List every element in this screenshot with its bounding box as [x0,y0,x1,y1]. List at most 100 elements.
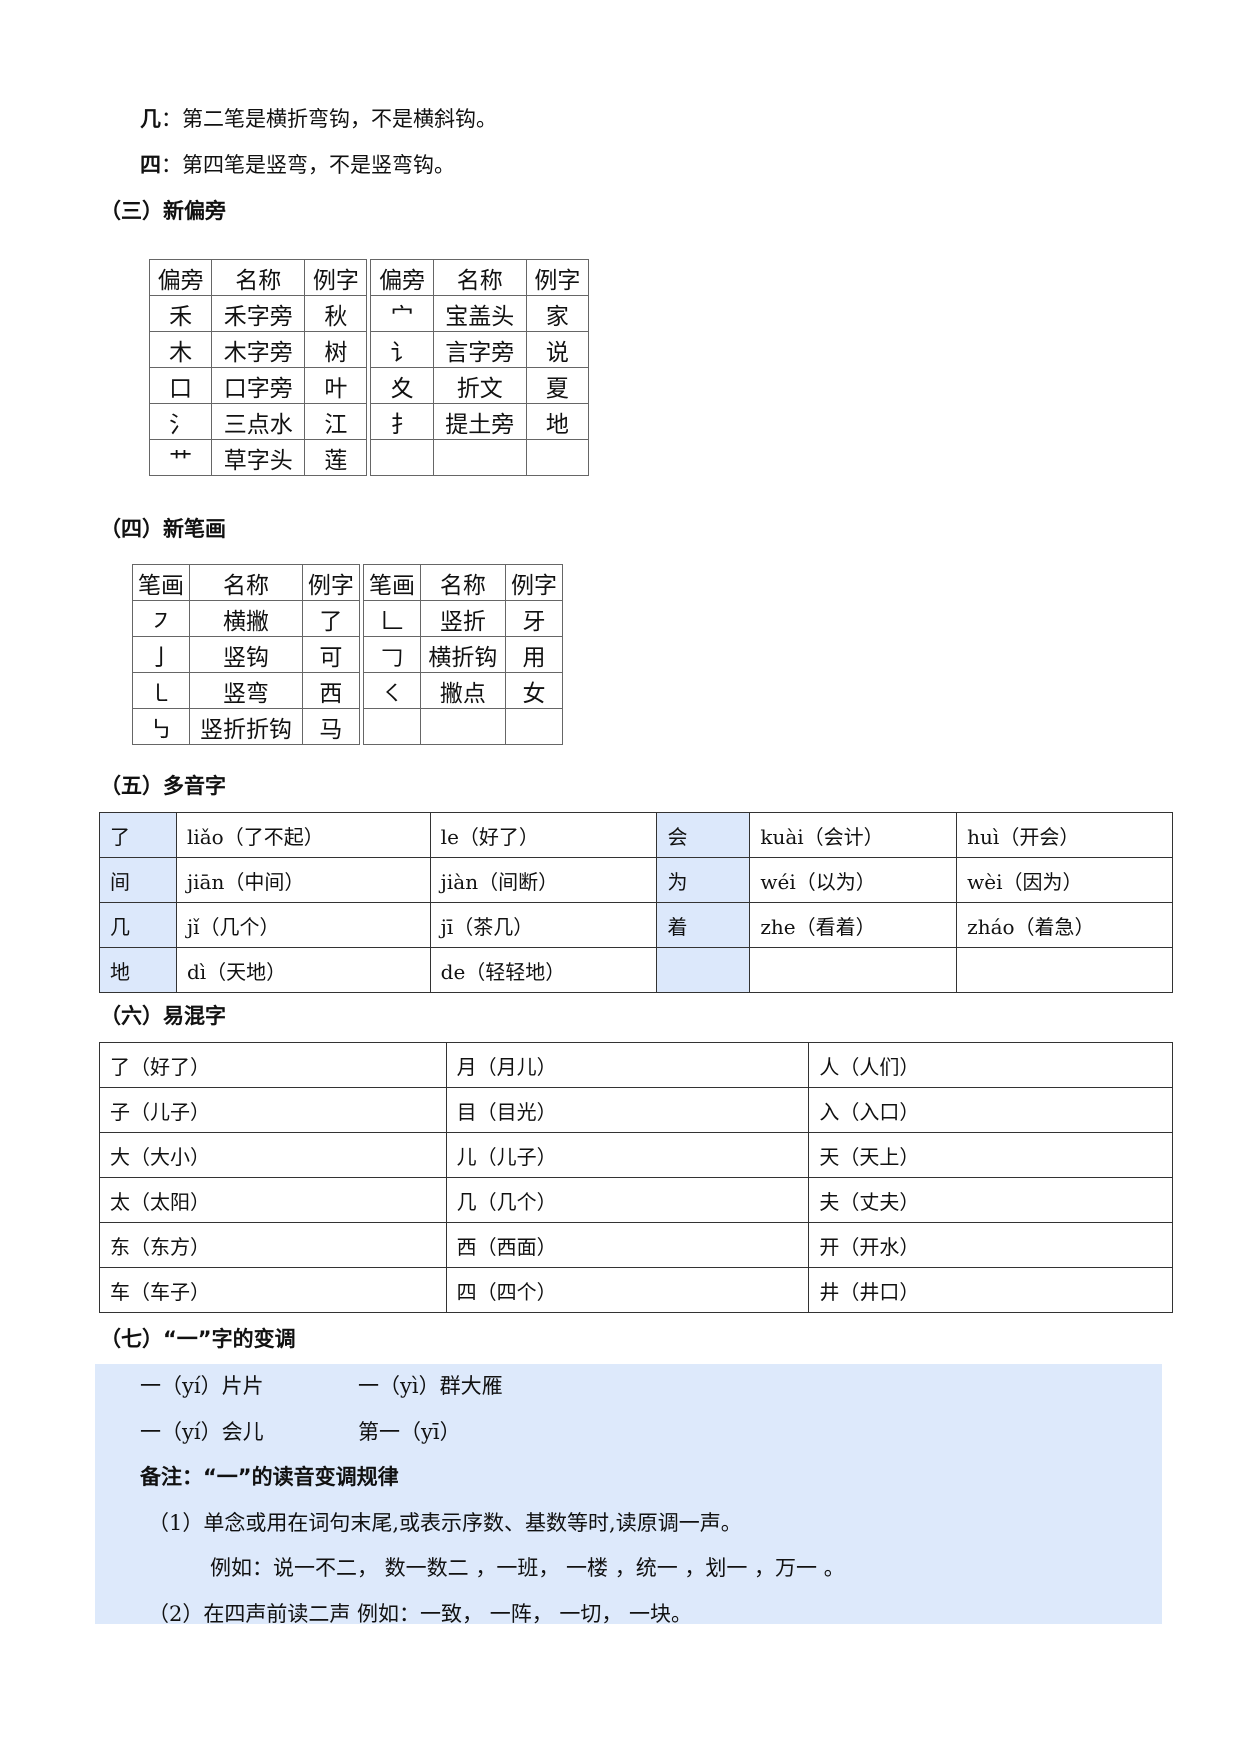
table-cell: ㇄ [131,672,191,709]
note-text: ：第二笔是横折弯钩，不是横斜钩。 [161,107,497,131]
table-cell [370,439,434,476]
table-cell [419,708,506,745]
table-cell: 夊 [370,367,434,404]
table-cell: 地 [99,947,177,993]
table-cell: 氵 [148,403,213,440]
table-cell: 草字头 [211,439,306,476]
table-cell [749,947,958,993]
header-cell: 名称 [432,259,527,296]
table-cell: jiàn（间断） [429,857,658,903]
table-row: 禾禾字旁秋宀宝盖头家 [148,295,590,332]
section-heading-strokes: （四）新笔画 [100,517,226,541]
table-cell: 天（天上） [808,1132,1173,1178]
table-cell: jī（茶几） [429,902,658,948]
tone-rule-2: （2）在四声前读二声 例如：一致， 一阵， 一切， 一块。 [148,1602,693,1626]
confusing-table: 了（好了）月（月儿）人（人们）子（儿子）目（目光）入（入口）大（大小）儿（儿子）… [99,1042,1173,1313]
table-row: 口口字旁叶夊折文夏 [148,367,590,404]
table-cell: 四（四个） [445,1267,810,1313]
table-cell: 艹 [148,439,213,476]
table-row: 木木字旁树讠言字旁说 [148,331,590,368]
table-cell: 马 [301,708,360,745]
table-cell: 禾 [148,295,213,332]
table-row: 了（好了）月（月儿）人（人们） [99,1042,1173,1088]
table-cell: 了 [99,812,177,858]
table-row: ㇄竖弯西㇛撇点女 [131,672,564,709]
header-cell: 偏旁 [370,259,434,296]
tone-example: 一（yí）会儿 [140,1420,264,1444]
table-cell: 为 [656,857,751,903]
table-cell: 开（开水） [808,1222,1173,1268]
table-cell: 子（儿子） [99,1087,447,1133]
table-cell: 间 [99,857,177,903]
table-cell: 月（月儿） [445,1042,810,1088]
header-cell: 例字 [301,564,360,601]
table-cell [432,439,527,476]
table-cell: ㇛ [362,672,421,709]
header-cell: 名称 [419,564,506,601]
table-cell: 横折钩 [419,636,506,673]
table-cell: 大（大小） [99,1132,447,1178]
table-cell: jǐ（几个） [175,902,431,948]
table-cell: liǎo（了不起） [175,812,431,858]
table-cell: 人（人们） [808,1042,1173,1088]
header-cell: 例字 [525,259,590,296]
table-cell: 几 [99,902,177,948]
table-cell: 了 [301,600,360,637]
table-cell: 井（井口） [808,1267,1173,1313]
table-cell: 提土旁 [432,403,527,440]
table-cell [504,708,564,745]
table-row: 车（车子）四（四个）井（井口） [99,1267,1173,1313]
table-cell: 会 [656,812,751,858]
table-cell: wèi（因为） [956,857,1173,903]
table-cell [956,947,1173,993]
table-row: 大（大小）儿（儿子）天（天上） [99,1132,1173,1178]
table-cell: 可 [301,636,360,673]
table-cell: 树 [304,331,368,368]
tone-example: 第一（yī） [358,1420,461,1444]
table-cell: 言字旁 [432,331,527,368]
header-cell: 笔画 [362,564,421,601]
note-text: ：第四笔是竖弯，不是竖弯钩。 [161,153,455,177]
tone-note-title: 备注：“一”的读音变调规律 [140,1465,399,1489]
table-cell: 牙 [504,600,564,637]
table-row: 东（东方）西（西面）开（开水） [99,1222,1173,1268]
table-cell: 横撇 [189,600,303,637]
table-cell: 撇点 [419,672,506,709]
tone-example: 一（yí）片片 [140,1374,264,1398]
section-heading-tone: （七）“一”字的变调 [100,1327,296,1351]
table-cell [362,708,421,745]
table-cell: 竖钩 [189,636,303,673]
table-cell: 三点水 [211,403,306,440]
table-cell: 竖弯 [189,672,303,709]
table-cell: 了（好了） [99,1042,447,1088]
table-cell: 西（西面） [445,1222,810,1268]
table-cell: 车（车子） [99,1267,447,1313]
header-cell: 例字 [304,259,368,296]
table-cell: jiān（中间） [175,857,431,903]
table-cell: 几（几个） [445,1177,810,1223]
table-cell: kuài（会计） [749,812,958,858]
table-cell: 地 [525,403,590,440]
table-cell: le（好了） [429,812,658,858]
table-cell: 扌 [370,403,434,440]
table-cell: 着 [656,902,751,948]
tone-rule-1: （1）单念或用在词句末尾,或表示序数、基数等时,读原调一声。 [148,1511,742,1535]
table-row: 太（太阳）几（几个）夫（丈夫） [99,1177,1173,1223]
table-cell: 口 [148,367,213,404]
table-row: 艹草字头莲 [148,439,590,476]
table-cell: 口字旁 [211,367,306,404]
table-cell: 女 [504,672,564,709]
header-cell: 例字 [504,564,564,601]
table-cell: 家 [525,295,590,332]
section-heading-confusing: （六）易混字 [100,1004,226,1028]
table-cell: ㇉ [131,708,191,745]
table-cell: 木 [148,331,213,368]
table-cell: 折文 [432,367,527,404]
note-char: 几 [140,106,161,131]
table-cell: 目（目光） [445,1087,810,1133]
